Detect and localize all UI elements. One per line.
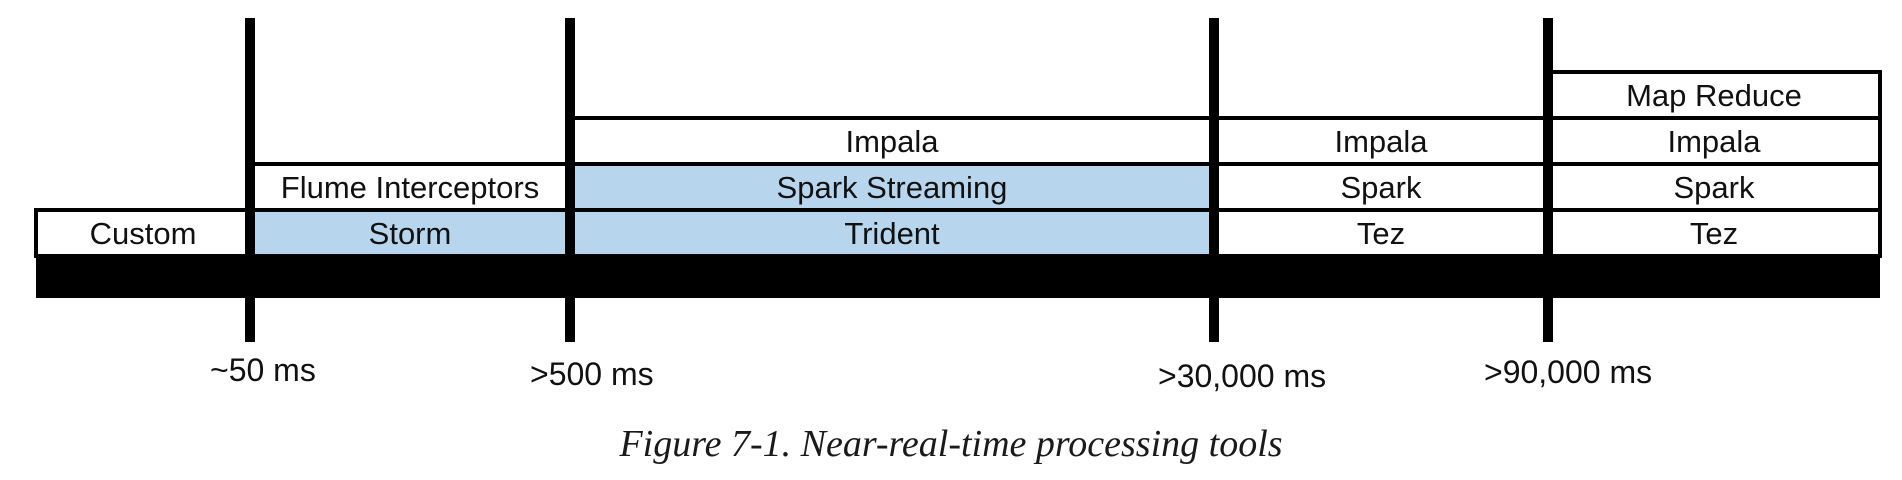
- tool-cell: [1546, 162, 1882, 212]
- threshold-label: >90,000 ms: [1484, 354, 1653, 390]
- tool-cell-label: Tez: [1690, 216, 1738, 251]
- tool-cell-label: Spark Streaming: [777, 170, 1008, 205]
- latency-threshold-line: [565, 18, 575, 342]
- tool-cell-label: Spark: [1341, 170, 1422, 205]
- tool-cell-label: Storm: [369, 216, 452, 251]
- latency-threshold-line: [245, 18, 255, 342]
- latency-threshold-line: [1543, 18, 1553, 342]
- figure-caption: Figure 7-1. Near-real-time processing to…: [619, 423, 1283, 465]
- latency-threshold-line: [1209, 18, 1219, 342]
- threshold-label: ~50 ms: [210, 352, 316, 388]
- tool-cell-label: Impala: [1667, 124, 1761, 159]
- tool-cell-label: Map Reduce: [1626, 78, 1802, 113]
- tool-cell-label: Impala: [845, 124, 939, 159]
- tool-cell: [1546, 116, 1882, 166]
- tool-cell-label: Trident: [844, 216, 940, 251]
- threshold-label: >30,000 ms: [1158, 358, 1327, 394]
- tool-cell: [1546, 70, 1882, 120]
- tool-cell-label: Spark: [1674, 170, 1755, 205]
- tool-cell-label: Custom: [90, 216, 197, 251]
- tool-cell-label: Impala: [1334, 124, 1428, 159]
- tool-cell-label: Flume Interceptors: [281, 170, 539, 205]
- threshold-label: >500 ms: [530, 356, 654, 392]
- tool-cell-label: Tez: [1357, 216, 1405, 251]
- tool-cell: [248, 162, 572, 212]
- latency-axis-bar: [36, 256, 1880, 298]
